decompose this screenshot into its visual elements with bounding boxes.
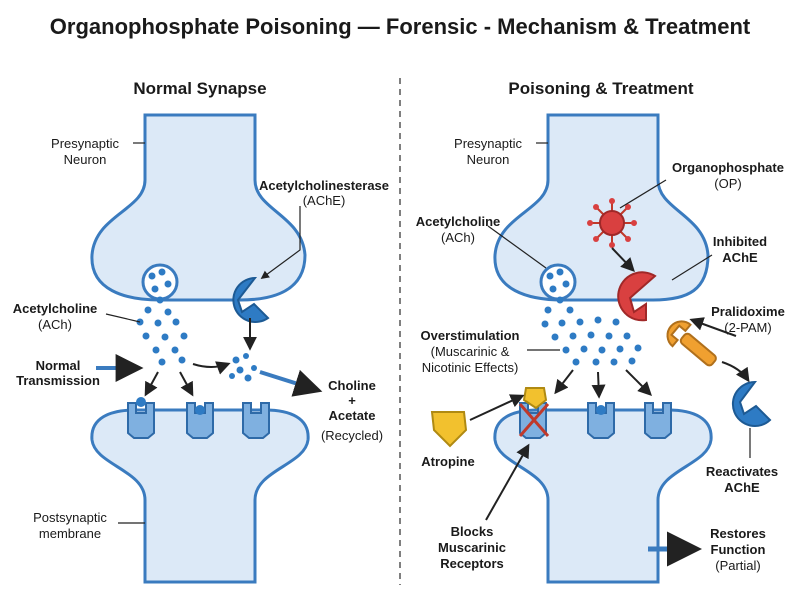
left-arrow-ach-r1 xyxy=(144,371,159,397)
right-receptor-3 xyxy=(644,402,672,439)
right-ach-molecules xyxy=(541,268,642,366)
organophosphate-label: Organophosphate xyxy=(672,160,784,175)
left-presynaptic-neuron xyxy=(90,113,307,302)
pralidoxime-icon xyxy=(666,320,717,367)
right-ach-label: Acetylcholine xyxy=(416,214,501,229)
arrow-ach-blocked xyxy=(554,369,574,395)
left-arrow-ach-r2 xyxy=(179,371,194,397)
left-arrow-to-ache xyxy=(192,361,231,375)
left-ach-abbr: (ACh) xyxy=(38,317,72,332)
left-ache-abbr: (AChE) xyxy=(303,193,346,208)
right-leader-op xyxy=(619,179,667,209)
restores-partial-label: (Partial) xyxy=(715,558,761,573)
left-arrow-recycle xyxy=(259,369,323,397)
left-leader-ach xyxy=(105,313,141,323)
left-ach-fragments xyxy=(229,353,257,382)
left-recycled-label: (Recycled) xyxy=(321,428,383,443)
overstimulation-detail: (Muscarinic &Nicotinic Effects) xyxy=(422,344,519,375)
atropine-label: Atropine xyxy=(421,454,474,469)
right-leader-ach xyxy=(487,225,547,269)
left-receptor-2 xyxy=(186,402,214,439)
organophosphate-abbr: (OP) xyxy=(714,176,741,191)
overstimulation-label: Overstimulation xyxy=(421,328,520,343)
right-leader-inhibited xyxy=(671,254,713,281)
arrow-ach-r3 xyxy=(625,369,652,396)
organophosphate-icon xyxy=(587,198,637,248)
pralidoxime-abbr: (2-PAM) xyxy=(724,320,771,335)
left-ache-label: Acetylcholinesterase xyxy=(259,178,389,193)
left-choline-label: Choline+Acetate xyxy=(328,378,376,423)
pralidoxime-label: Pralidoxime xyxy=(711,304,785,319)
left-receptor-1 xyxy=(127,397,155,439)
right-presynaptic-neuron xyxy=(493,113,710,302)
left-receptor-3 xyxy=(242,402,270,439)
left-ach-label: Acetylcholine xyxy=(13,301,98,316)
arrow-to-reactivated xyxy=(721,361,750,383)
left-ach-molecules xyxy=(136,268,188,366)
arrow-pralidoxime-to-ache xyxy=(689,317,737,337)
diagram-title: Organophosphate Poisoning — Forensic - M… xyxy=(50,14,751,39)
right-ach-abbr: (ACh) xyxy=(441,230,475,245)
left-leader-ache xyxy=(260,206,301,279)
right-panel-header: Poisoning & Treatment xyxy=(508,79,693,98)
reactivated-ache-enzyme xyxy=(731,380,772,427)
right-receptor-2 xyxy=(587,402,615,439)
right-receptor-blocked xyxy=(518,387,550,439)
arrow-blocks-receptor xyxy=(485,443,530,521)
left-ache-enzyme xyxy=(232,276,270,323)
arrow-op-to-ache xyxy=(611,247,635,273)
atropine-icon xyxy=(430,411,468,448)
left-panel-header: Normal Synapse xyxy=(133,79,266,98)
inhibited-ache-enzyme xyxy=(617,271,657,322)
arrow-atropine xyxy=(469,394,525,421)
arrow-ach-r2 xyxy=(591,371,606,399)
